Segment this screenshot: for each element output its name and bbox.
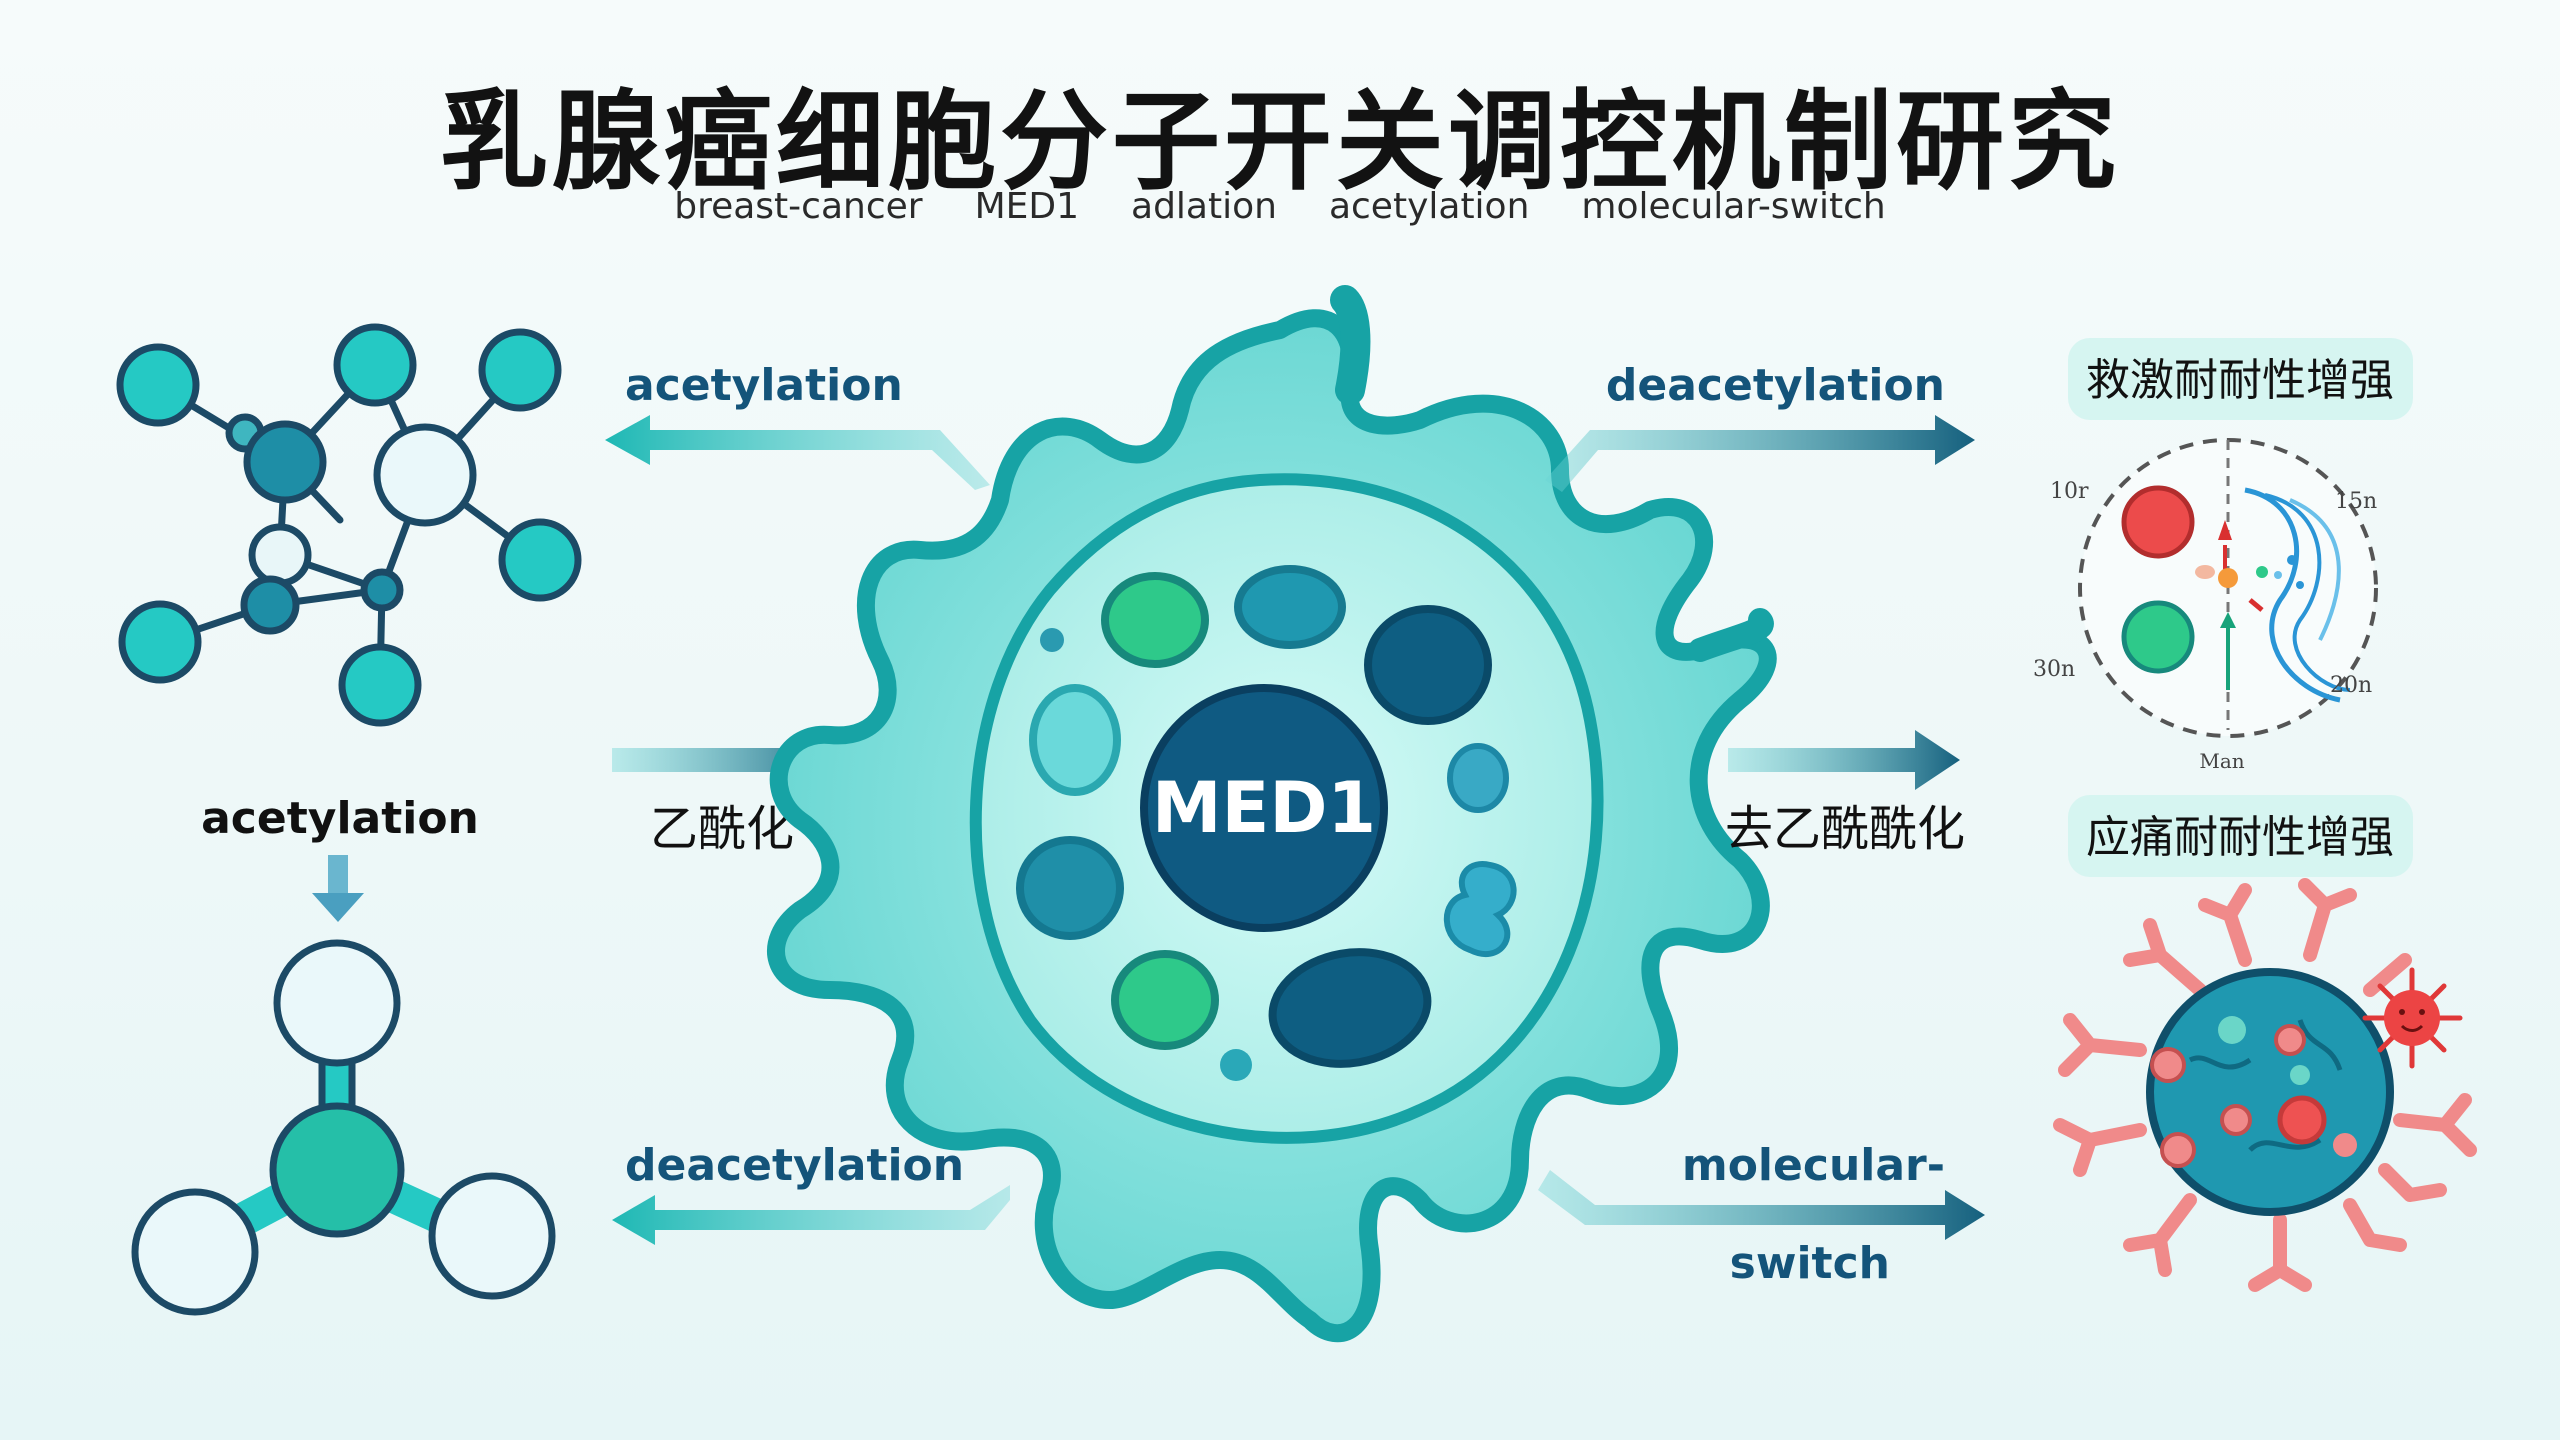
right-bottom-arrow-label-1: molecular-	[1682, 1140, 1945, 1191]
organelle-light-1	[1029, 684, 1121, 796]
red-node	[2121, 485, 2195, 559]
organelle-small-1	[1447, 743, 1509, 813]
dial-label-top-left: 10r	[2050, 479, 2089, 504]
badge-bottom-text: 应痛耐耐性增强	[2086, 812, 2394, 863]
arrow-left-top	[605, 415, 990, 490]
keyword-row: breast-cancer MED1 adlation acetylation …	[0, 186, 2560, 227]
resistant-cell	[2053, 878, 2477, 1292]
virus-icon	[2362, 967, 2463, 1069]
keyword-molecular-switch: molecular-switch	[1581, 186, 1886, 227]
keyword-breast-cancer: breast-cancer	[674, 186, 923, 227]
dial-label-right: 20n	[2330, 673, 2372, 698]
page-title: 乳腺癌细胞分子开关调控机制研究	[439, 80, 2120, 205]
molecule-network-top-left	[116, 323, 582, 727]
organelle-green-1	[1101, 572, 1209, 668]
arrow-right-middle	[1728, 730, 1960, 790]
organelle-twin	[1443, 861, 1517, 958]
arrow-left-middle	[612, 730, 850, 790]
organelle-navy-1	[1364, 605, 1492, 725]
organelle-green-2	[1111, 950, 1219, 1050]
badge-top-text: 救激耐耐性增强	[2086, 355, 2394, 406]
organelle-dot-1	[1040, 628, 1064, 652]
left-top-arrow-label: acetylation	[625, 360, 903, 411]
badge-top: 救激耐耐性增强	[2068, 338, 2413, 420]
keyword-med1: MED1	[974, 186, 1080, 227]
right-mid-arrow-label: 去乙酰酰化	[1725, 801, 1965, 857]
right-bottom-arrow-label-2: switch	[1730, 1238, 1890, 1289]
keyword-adlation: adlation	[1131, 186, 1277, 227]
organelle-navy-2	[1268, 948, 1432, 1068]
green-node	[2121, 600, 2195, 674]
arrow-left-bottom	[612, 1185, 1010, 1245]
dial-label-left: 30n	[2033, 657, 2075, 682]
organelle-teal-2	[1016, 836, 1124, 940]
dial-label-top-right: 15n	[2335, 489, 2377, 514]
organelle-dot-2	[1220, 1049, 1252, 1081]
keyword-acetylation: acetylation	[1328, 186, 1530, 227]
sensor-dial: 10r 15n 30n 20n Man	[2033, 438, 2378, 773]
molecule-trigonal-bottom-left	[131, 939, 556, 1316]
down-arrow-left	[312, 855, 364, 922]
med1-label: MED1	[1152, 767, 1376, 849]
badge-bottom: 应痛耐耐性增强	[2068, 795, 2413, 877]
dial-label-bottom: Man	[2199, 749, 2244, 773]
organelle-teal-1	[1234, 565, 1346, 649]
arrow-right-top	[1545, 415, 1975, 492]
right-top-arrow-label: deacetylation	[1606, 360, 1945, 411]
med1-core	[1140, 684, 1388, 932]
left-bottom-arrow-label: deacetylation	[625, 1140, 964, 1191]
cancer-cell: MED1	[767, 285, 1777, 1343]
arrow-right-bottom	[1538, 1170, 1985, 1240]
left-mid-arrow-label: 乙酰化	[650, 801, 794, 857]
molecule-label: acetylation	[201, 793, 479, 844]
